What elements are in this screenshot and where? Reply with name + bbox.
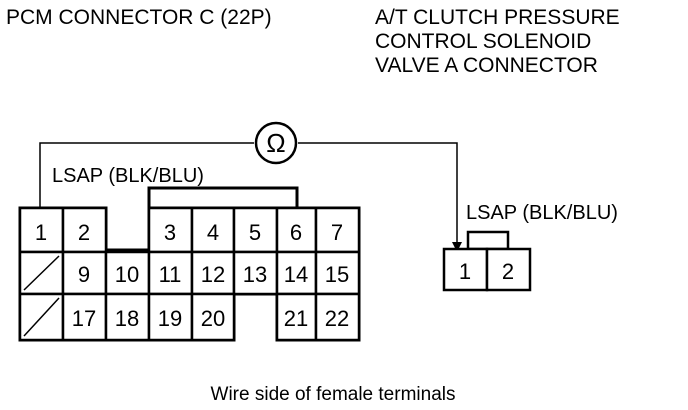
pcm-pin-cell-14: [275, 250, 318, 296]
solenoid-title-line3: VALVE A CONNECTOR: [375, 54, 598, 77]
pcm-pin-cell-20: [190, 292, 236, 342]
pcm-pin-cell-3: [147, 206, 194, 254]
pcm-pin-number: 13: [243, 262, 267, 287]
pcm-pin-number: 12: [201, 262, 225, 287]
pcm-pin-cell-18: [104, 292, 151, 342]
solenoid-pin-number: 2: [502, 259, 514, 284]
solenoid-title-line2: CONTROL SOLENOID: [375, 30, 591, 53]
pcm-wire-label: LSAP (BLK/BLU): [52, 165, 204, 187]
pcm-connector-title: PCM CONNECTOR C (22P): [6, 6, 272, 29]
probe-tip-arrow: [452, 242, 462, 252]
solenoid-wire-label: LSAP (BLK/BLU): [466, 202, 618, 224]
pcm-connector-lock-tab: [147, 186, 299, 208]
solenoid-connector-lock-tab: [466, 230, 510, 251]
solenoid-probe-lead: [298, 142, 458, 248]
pcm-pin-cell-22: [314, 292, 361, 342]
pcm-pin-number: 7: [331, 220, 343, 245]
solenoid-pin-number: 1: [459, 259, 471, 284]
pcm-pin-16-unused-slash: [23, 297, 60, 337]
ohm-symbol: Ω: [266, 128, 285, 158]
pcm-pin-number: 22: [325, 306, 349, 331]
pcm-pin-cell-15: [314, 250, 361, 296]
pcm-pin-cell-13: [232, 250, 279, 296]
pcm-pin-cell-5: [232, 206, 279, 254]
pcm-pin-number: 14: [284, 262, 308, 287]
solenoid-pin-cell-2: [485, 247, 532, 292]
solenoid-title-line1: A/T CLUTCH PRESSURE: [375, 6, 620, 29]
pcm-pin-number: 20: [201, 306, 225, 331]
pcm-pin-number: 9: [78, 262, 90, 287]
pcm-pin-cell-6: [275, 206, 318, 254]
pcm-pin-number: 10: [115, 262, 139, 287]
pcm-pin-number: 19: [158, 306, 182, 331]
probe-wires: [39, 142, 462, 252]
pcm-pin-number: 18: [115, 306, 139, 331]
ohmmeter: Ω: [254, 121, 298, 165]
pcm-pin-number: 1: [35, 220, 47, 245]
pcm-pin-number: 6: [290, 220, 302, 245]
pcm-pin-number: 5: [249, 220, 261, 245]
caption: Wire side of female terminals: [211, 384, 456, 405]
pcm-pin-number: 2: [78, 220, 90, 245]
pcm-probe-lead: [39, 142, 254, 228]
pcm-pin-number: 21: [284, 306, 308, 331]
pcm-connector-c: 1 2 3 4 5 6 7 9 10 11 12 13 14 15 17 18 …: [18, 186, 361, 342]
ohmmeter-circle: [254, 121, 298, 165]
pcm-pin-8-unused-slash: [23, 255, 60, 291]
solenoid-valve-connector: 1 2: [442, 230, 532, 292]
pcm-pin-cell-2: [61, 206, 108, 254]
pcm-pin-number: 15: [325, 262, 349, 287]
pcm-pin-number: 17: [72, 306, 96, 331]
pcm-pin-number: 4: [207, 220, 219, 245]
pcm-pin-number: 3: [164, 220, 176, 245]
pcm-pin-number: 11: [159, 262, 182, 287]
